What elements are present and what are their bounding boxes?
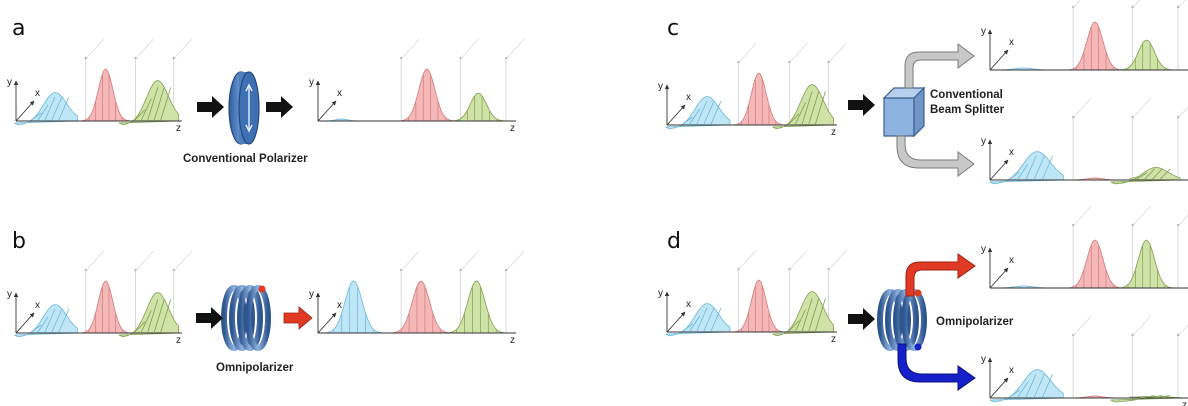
- caption-omnipolarizer-b: Omnipolarizer: [216, 362, 294, 374]
- pulse-vertical: [734, 279, 783, 333]
- pulse-hatched: [118, 80, 180, 126]
- pulse-hatched: [772, 84, 834, 130]
- pulse-plot: y x z: [309, 250, 525, 346]
- pulse-vertical: [325, 280, 382, 334]
- axis-label-x: x: [1009, 365, 1014, 376]
- pulse-plot: y x z: [658, 42, 847, 138]
- blue-split-arrow-down-icon: [897, 343, 976, 391]
- axis-label-z: z: [831, 334, 836, 345]
- axis-label-y: y: [981, 354, 986, 365]
- axis-label-y: y: [7, 77, 12, 88]
- axis-label-y: y: [658, 288, 663, 299]
- pulse-hatched: [989, 369, 1064, 403]
- black-arrow-icon: [196, 307, 223, 329]
- pulse-plot: y x z: [309, 38, 525, 134]
- axis-label-z: z: [510, 123, 515, 134]
- panel-label-a: a: [12, 16, 25, 41]
- axis-label-x: x: [1009, 147, 1014, 158]
- pulse-vertical: [1068, 21, 1122, 71]
- axis-label-x: x: [337, 88, 342, 99]
- panel-label-d: d: [667, 229, 681, 254]
- black-arrow-icon: [848, 94, 875, 116]
- pulse-vertical: [448, 280, 505, 334]
- red-arrow-icon: [283, 306, 313, 330]
- black-arrow-icon: [848, 308, 875, 330]
- pulse-vertical: [1120, 239, 1173, 289]
- panel-label-b: b: [12, 229, 26, 254]
- pulse-vertical: [400, 68, 454, 122]
- panel-label-c: c: [667, 16, 679, 41]
- pulse-plot: y x z: [7, 250, 192, 346]
- axis-label-x: x: [35, 88, 40, 99]
- axis-label-z: z: [510, 335, 515, 346]
- pulse-plot: yx: [981, 205, 1188, 289]
- pulse-hatched: [118, 292, 180, 338]
- caption-beam-splitter: Beam Splitter: [930, 104, 1005, 116]
- pulse-plot: y x z: [658, 249, 847, 345]
- omnipolarizer-coil-icon: [221, 285, 271, 351]
- pulse-vertical: [1068, 239, 1122, 289]
- pulse-vertical: [392, 280, 450, 334]
- pulse-vertical: [82, 280, 130, 334]
- pulse-plot: yx: [981, 97, 1188, 185]
- axis-label-x: x: [1009, 255, 1014, 266]
- polarizer-disc-icon: [228, 71, 260, 145]
- pulse-hatched: [1110, 167, 1181, 185]
- red-split-arrow-up-icon: [905, 253, 976, 297]
- pulse-vertical: [734, 72, 783, 126]
- axis-label-z: z: [176, 335, 181, 346]
- axis-label-z: z: [1182, 400, 1187, 406]
- axis-label-x: x: [686, 299, 691, 310]
- axis-label-x: x: [1009, 37, 1014, 48]
- pulse-plot: y x z: [981, 315, 1188, 406]
- pulse-vertical: [82, 68, 130, 122]
- axis-label-y: y: [981, 244, 986, 255]
- pulse-vertical: [1120, 39, 1173, 71]
- axis-label-x: x: [35, 300, 40, 311]
- caption-conventional: Conventional: [930, 89, 1003, 101]
- axis-label-y: y: [981, 26, 986, 37]
- pulse-hatched: [989, 151, 1064, 185]
- omnipolarizer-coil-icon: [877, 289, 927, 351]
- axis-label-x: x: [337, 300, 342, 311]
- axis-label-y: y: [7, 289, 12, 300]
- pulse-plot: y x z: [7, 38, 192, 134]
- gray-split-arrow-up-icon: [904, 43, 975, 89]
- axis-label-y: y: [309, 77, 314, 88]
- axis-label-z: z: [831, 127, 836, 138]
- axis-label-y: y: [981, 136, 986, 147]
- gray-split-arrow-down-icon: [896, 135, 975, 177]
- pulse-plot: yx: [981, 0, 1188, 71]
- axis-label-y: y: [309, 289, 314, 300]
- black-arrow-icon: [266, 96, 293, 118]
- caption-conventional-polarizer: Conventional Polarizer: [183, 153, 308, 165]
- axis-label-x: x: [686, 92, 691, 103]
- caption-omnipolarizer-d: Omnipolarizer: [936, 316, 1014, 328]
- axis-label-z: z: [176, 123, 181, 134]
- pulse-vertical: [452, 92, 505, 122]
- pulse-hatched: [772, 291, 834, 337]
- black-arrow-icon: [197, 96, 224, 118]
- beam-splitter-cube-icon: [882, 86, 926, 138]
- axis-label-y: y: [658, 81, 663, 92]
